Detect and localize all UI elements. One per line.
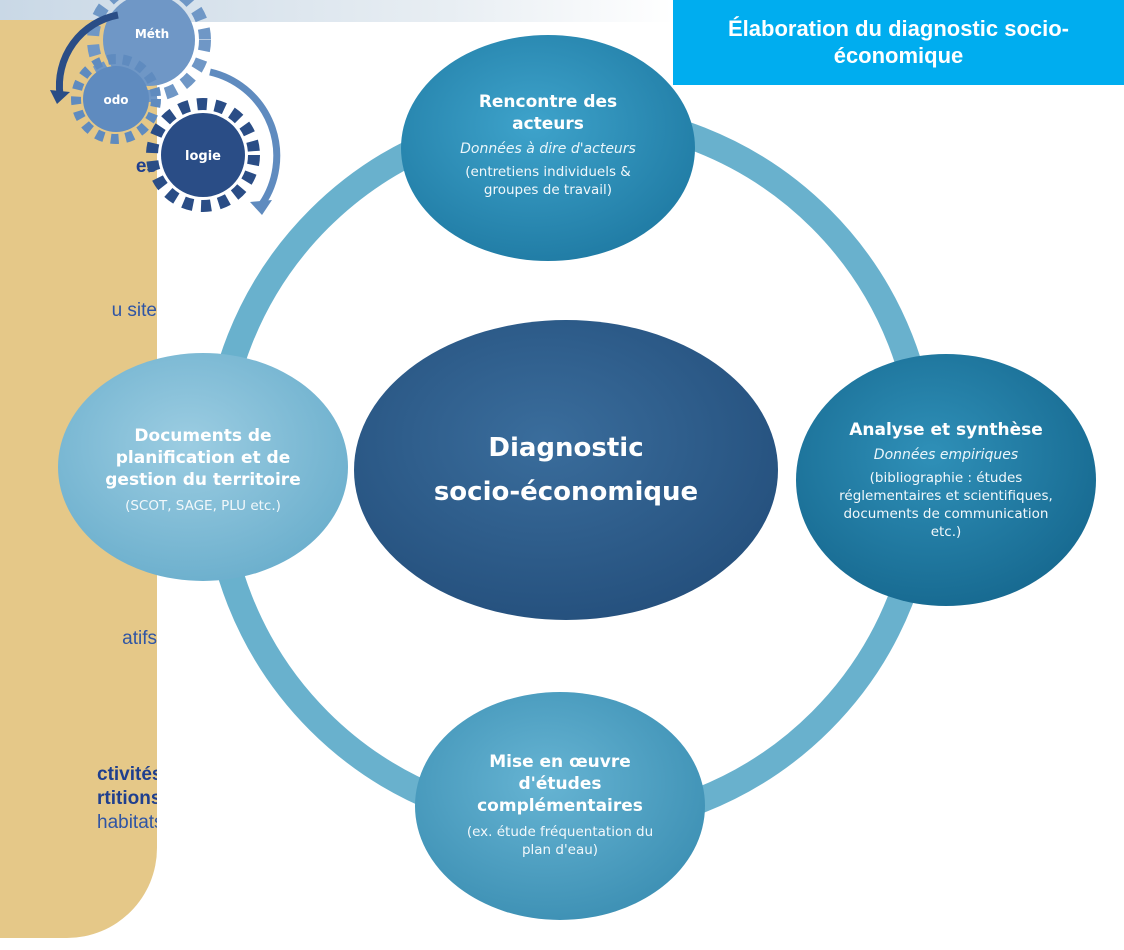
node-top-title: Rencontre des acteurs (478, 91, 618, 134)
node-right-shape (796, 354, 1096, 606)
gear-label-meth: Méth (135, 27, 169, 41)
center-node-subtitle: socio-économique (433, 477, 699, 507)
side-text-fragment: habitats (97, 812, 157, 833)
gear-mid-icon (71, 54, 161, 144)
node-bottom-detail: (ex. étude fréquentation du plan d'eau) (466, 823, 654, 859)
side-text-fragment: rtitions (97, 788, 157, 809)
node-left-title: Documents de planification et de gestion… (105, 425, 301, 490)
node-right-subtitle: Données empiriques (873, 446, 1019, 463)
side-text-fragment: ctivités (97, 764, 157, 785)
node-top-detail: (entretiens individuels & groupes de tra… (465, 163, 631, 199)
methodology-gears-logo: Méth odo logie (50, 0, 281, 215)
center-node-shape (354, 320, 778, 620)
node-left-detail: (SCOT, SAGE, PLU etc.) (125, 498, 281, 515)
center-node: Diagnostic socio-économique (380, 360, 752, 580)
node-left: Documents de planification et de gestion… (67, 380, 339, 560)
node-top-shape (401, 35, 695, 261)
node-top-subtitle: Données à dire d'acteurs (460, 140, 636, 157)
side-text-fragment: u site (111, 300, 157, 321)
arc-arrow-left-icon (55, 11, 119, 96)
node-right: Analyse et synthèse Données empiriques (… (800, 380, 1092, 580)
diagram-header: Élaboration du diagnostic socio-économiq… (673, 0, 1124, 85)
center-node-title: Diagnostic (488, 432, 644, 463)
node-bottom-shape (415, 692, 705, 920)
node-right-title: Analyse et synthèse (849, 419, 1043, 440)
node-right-detail: (bibliographie : études réglementaires e… (839, 469, 1053, 541)
side-text-fragment: atifs (122, 628, 157, 649)
arrowhead-left-icon (50, 90, 70, 104)
arc-arrow-right-icon (209, 68, 281, 206)
gear-label-logie: logie (185, 149, 221, 164)
node-bottom-title: Mise en œuvre d'études complémentaires (477, 751, 643, 816)
diagram-title: Élaboration du diagnostic socio-économiq… (727, 16, 1070, 68)
node-top: Rencontre des acteurs Données à dire d'a… (411, 45, 685, 245)
node-left-shape (58, 353, 348, 581)
gear-dark-icon (146, 98, 260, 212)
gear-label-odo: odo (103, 93, 128, 107)
arrowhead-right-icon (250, 200, 272, 215)
node-bottom: Mise en œuvre d'études complémentaires (… (424, 710, 696, 900)
